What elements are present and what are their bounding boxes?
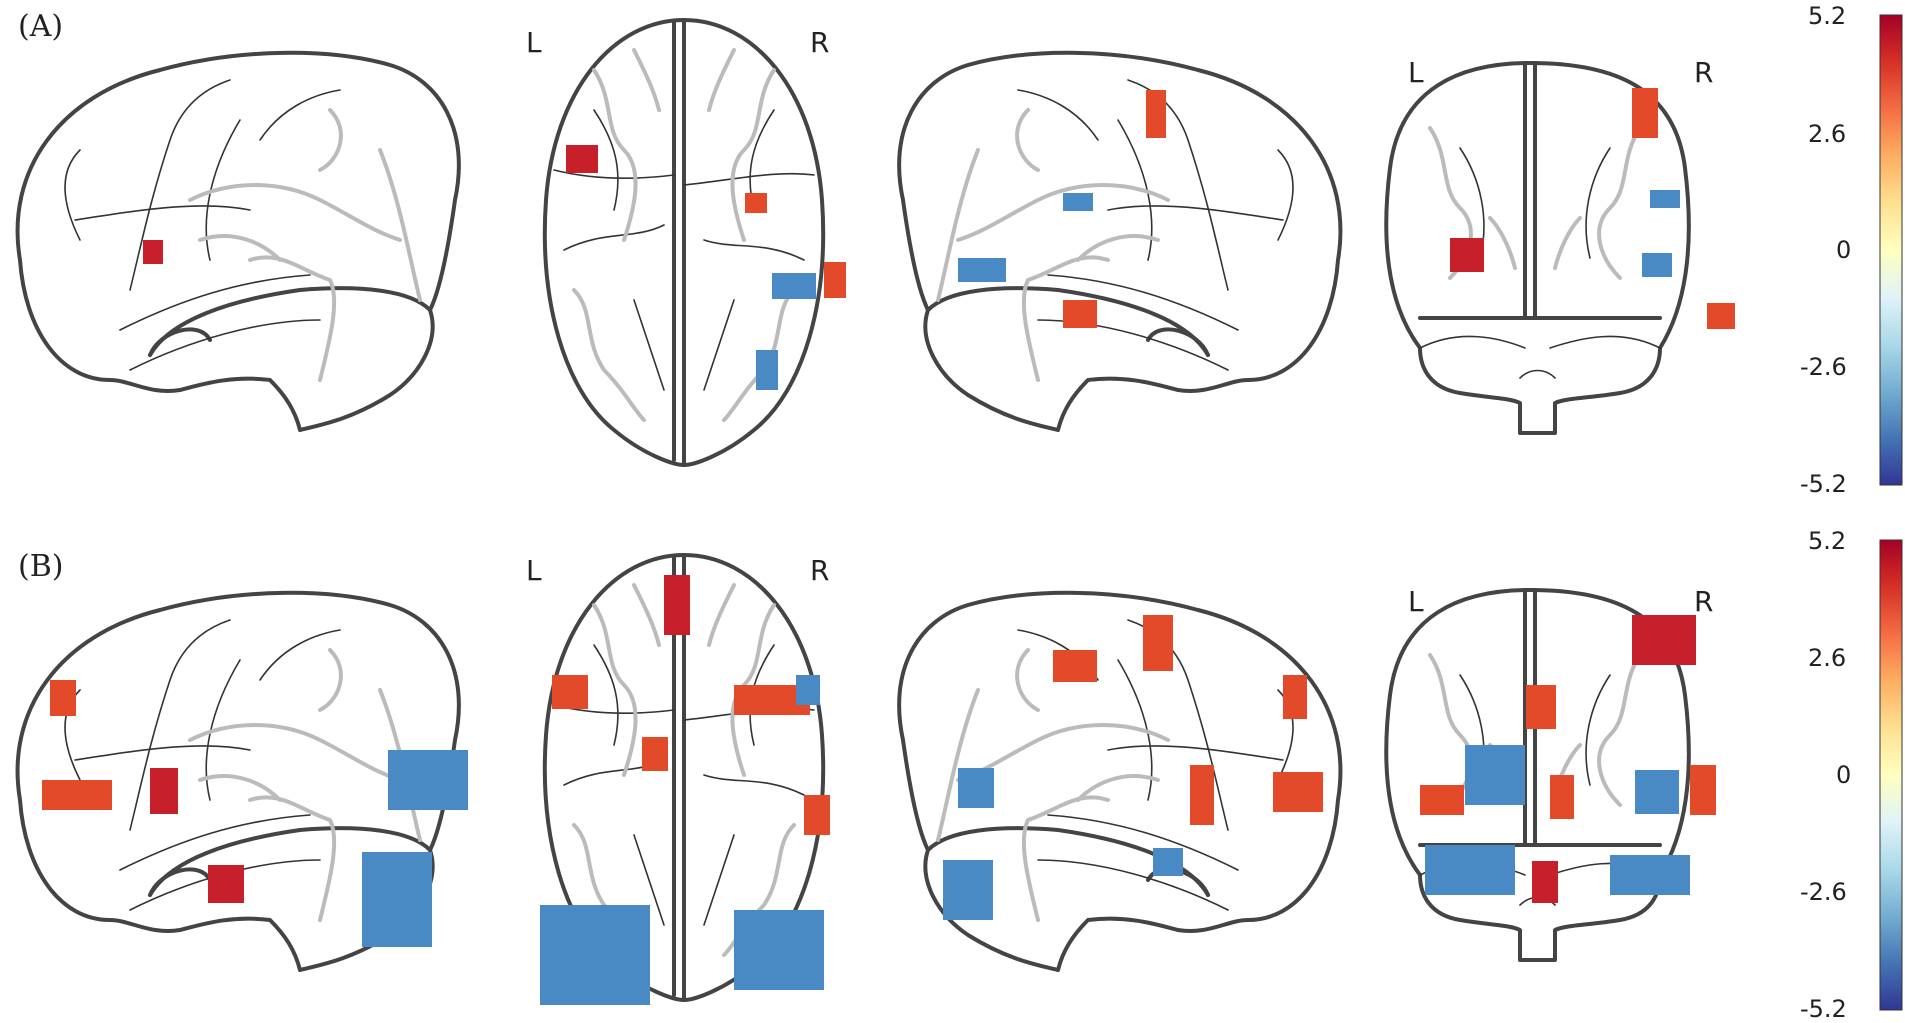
colorbar-b: 5.2 2.6 0 -2.6 -5.2 <box>1800 527 1903 1023</box>
cluster-positive <box>1283 675 1307 719</box>
panel-a-lateral-left <box>15 50 461 433</box>
panel-a-lateral-right <box>899 53 1340 430</box>
cluster-positive <box>1532 861 1558 903</box>
colorbar-b-scale <box>1879 539 1903 1011</box>
cluster-positive <box>824 262 846 298</box>
cluster-positive <box>664 575 690 635</box>
colorbar-a-tick-4: -5.2 <box>1800 470 1847 498</box>
cluster-positive <box>1063 300 1097 328</box>
panel-a-right-label: R <box>810 26 829 59</box>
cluster-negative <box>756 350 778 390</box>
colorbar-a-tick-1: 2.6 <box>1808 120 1846 148</box>
panel-a-coronal-left-label: L <box>1408 56 1424 89</box>
panel-b-lateral-left <box>15 590 468 972</box>
cluster-positive <box>1632 615 1696 665</box>
cluster-negative <box>734 910 824 990</box>
cluster-positive <box>42 780 112 810</box>
cluster-negative <box>772 273 816 299</box>
cluster-negative <box>1635 770 1679 814</box>
colorbar-a-scale <box>1879 14 1903 486</box>
cluster-negative <box>1153 848 1183 876</box>
cluster-negative <box>362 852 432 947</box>
panel-b-right-label: R <box>810 554 829 587</box>
colorbar-b-tick-0: 5.2 <box>1808 527 1846 555</box>
cluster-negative <box>1642 253 1672 277</box>
panel-a-coronal <box>1384 61 1735 435</box>
cluster-negative <box>958 768 994 808</box>
cluster-negative <box>1465 745 1525 805</box>
cluster-positive <box>143 240 163 264</box>
panel-b-coronal <box>1384 588 1716 962</box>
cluster-positive <box>1690 765 1716 815</box>
cluster-positive <box>1146 90 1166 138</box>
cluster-positive <box>1190 765 1214 825</box>
colorbar-a: 5.2 2.6 0 -2.6 -5.2 <box>1800 2 1903 498</box>
panel-a-coronal-right-label: R <box>1694 56 1713 89</box>
cluster-positive <box>208 865 244 903</box>
cluster-negative <box>796 675 820 705</box>
cluster-positive <box>642 737 668 771</box>
panel-a-label: (A) <box>18 9 63 44</box>
colorbar-a-tick-3: -2.6 <box>1800 353 1847 381</box>
panel-a-axial <box>542 18 846 467</box>
panel-a: (A) L R L <box>15 2 1903 498</box>
panel-a-left-label: L <box>526 26 542 59</box>
cluster-negative <box>1425 845 1515 895</box>
cluster-positive <box>1420 785 1464 815</box>
cluster-positive <box>1143 615 1173 671</box>
panel-b-coronal-right-label: R <box>1694 585 1713 618</box>
cluster-negative <box>943 860 993 920</box>
colorbar-b-tick-1: 2.6 <box>1808 644 1846 672</box>
cluster-negative <box>1610 855 1690 895</box>
cluster-positive <box>150 768 178 814</box>
cluster-positive <box>1053 650 1097 682</box>
cluster-positive <box>1450 238 1484 272</box>
cluster-negative <box>958 258 1006 282</box>
cluster-negative <box>1063 193 1093 211</box>
colorbar-a-tick-2: 0 <box>1836 236 1851 264</box>
cluster-negative <box>540 905 650 1005</box>
cluster-positive <box>1632 88 1658 138</box>
cluster-negative <box>1650 190 1680 208</box>
colorbar-b-tick-4: -5.2 <box>1800 995 1847 1023</box>
cluster-positive <box>552 675 588 709</box>
colorbar-b-tick-2: 0 <box>1836 761 1851 789</box>
colorbar-a-tick-0: 5.2 <box>1808 2 1846 30</box>
panel-b: (B) L R <box>15 527 1903 1023</box>
cluster-positive <box>1273 772 1323 812</box>
cluster-positive <box>566 145 598 173</box>
panel-b-axial <box>540 553 830 1005</box>
panel-b-left-label: L <box>526 554 542 587</box>
cluster-positive <box>50 680 76 716</box>
cluster-positive <box>1707 303 1735 329</box>
panel-b-label: (B) <box>18 549 63 584</box>
panel-b-coronal-left-label: L <box>1408 585 1424 618</box>
cluster-positive <box>1550 775 1574 819</box>
colorbar-b-tick-3: -2.6 <box>1800 878 1847 906</box>
cluster-positive <box>804 795 830 835</box>
cluster-positive <box>1526 685 1556 729</box>
panel-b-lateral-right <box>899 593 1340 970</box>
cluster-positive <box>745 193 767 213</box>
cluster-negative <box>388 750 468 810</box>
